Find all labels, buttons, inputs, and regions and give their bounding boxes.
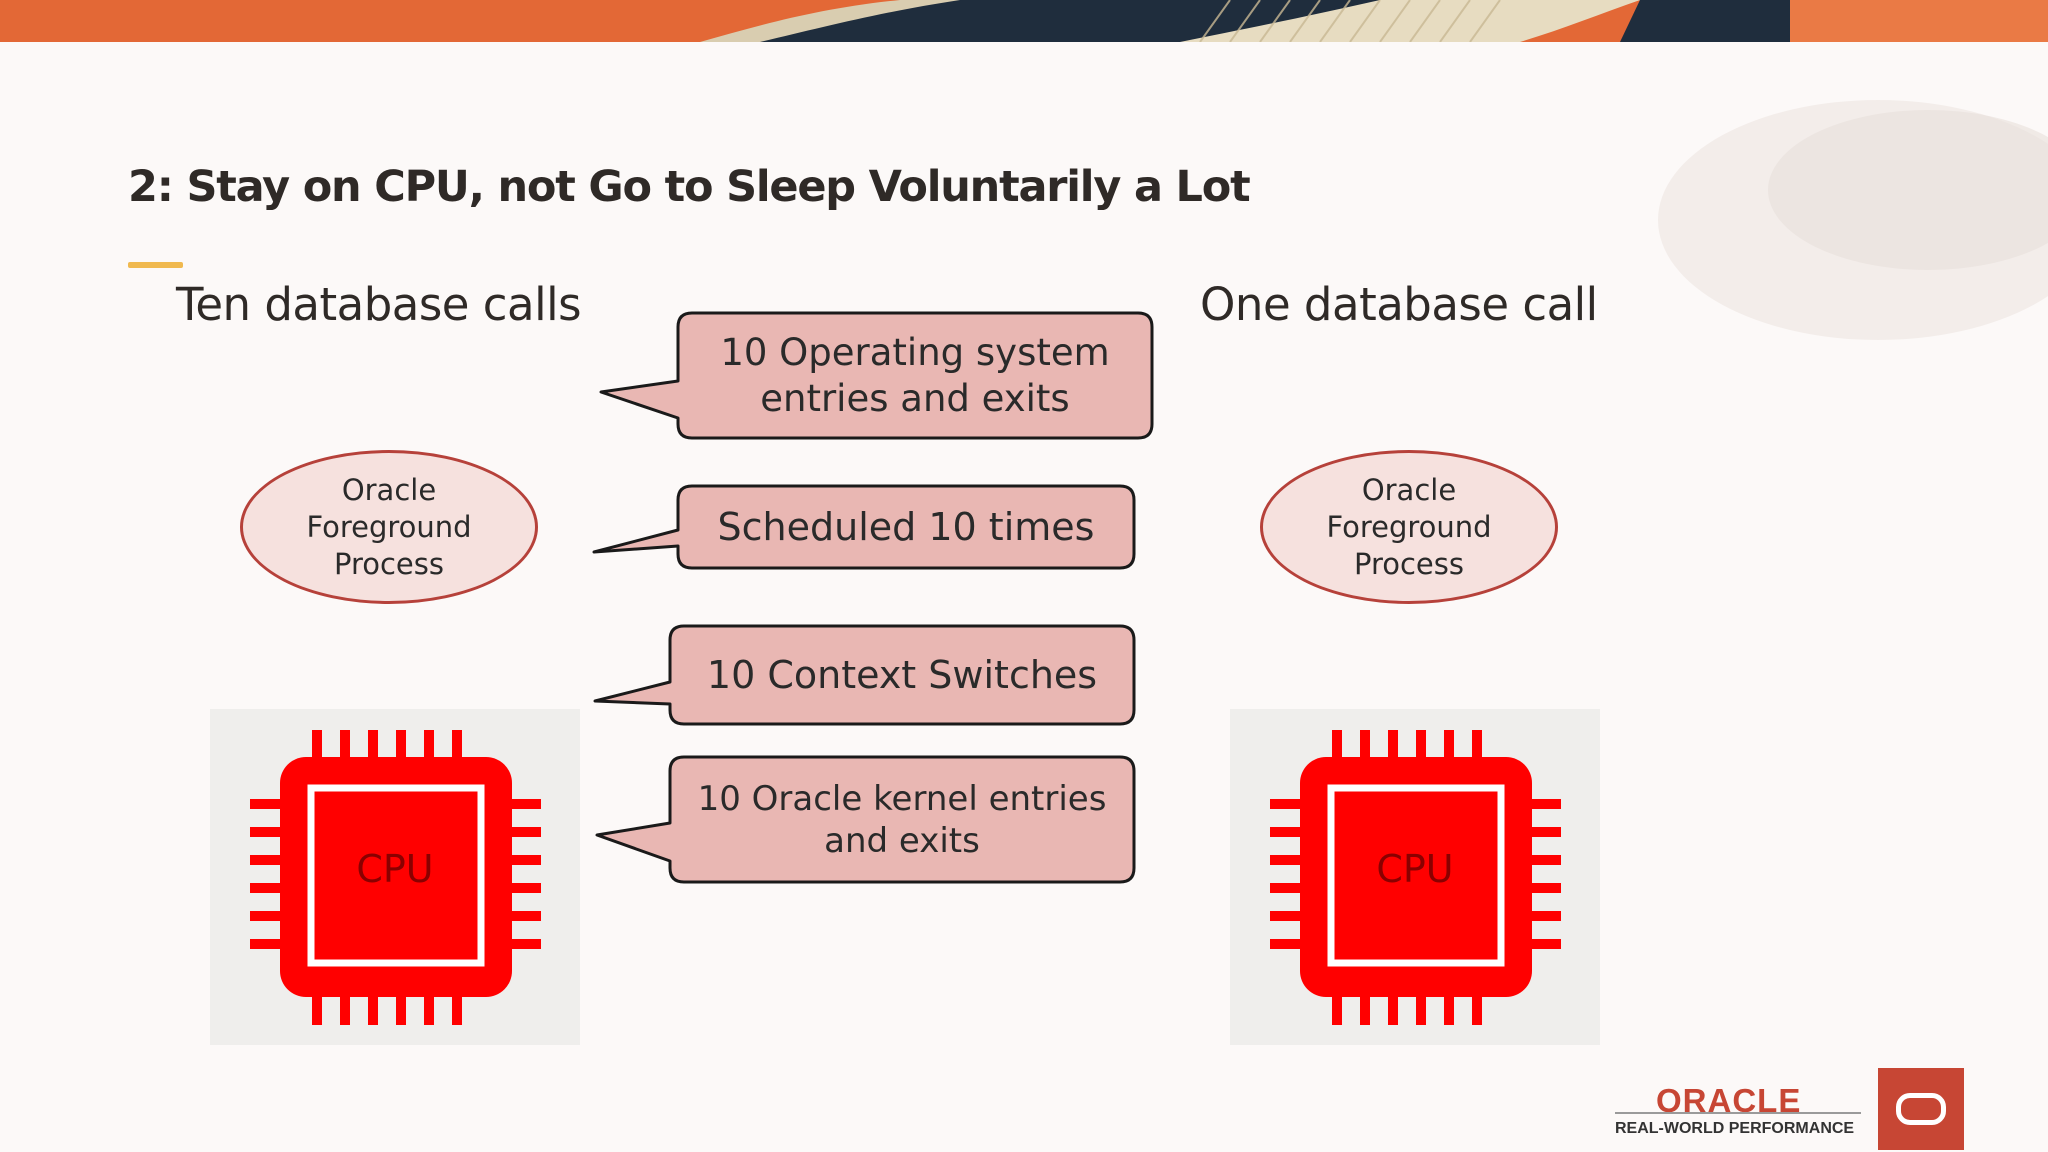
chip-pin-bottom [452,987,462,1025]
chip-pin-top [1472,730,1482,768]
chip-pin-right [503,883,541,893]
title-accent-line [128,262,183,268]
logo-divider [1615,1112,1861,1114]
chip-pin-left [250,855,288,865]
oracle-mark-icon [1878,1068,1964,1150]
chip-pin-left [1270,883,1308,893]
chip-pin-bottom [368,987,378,1025]
slide-title: 2: Stay on CPU, not Go to Sleep Voluntar… [128,162,1251,212]
chip-pin-bottom [424,987,434,1025]
oracle-process-left-label: Oracle Foreground Process [306,472,472,581]
callout-shape-3 [593,624,1136,726]
callout-scheduled: Scheduled 10 times [717,505,1095,549]
chip-pin-left [1270,855,1308,865]
chip-pin-bottom [1472,987,1482,1025]
background-texture [1658,100,2048,340]
chip-pin-top [424,730,434,768]
chip-pin-left [250,939,288,949]
oracle-process-right: Oracle Foreground Process [1260,450,1558,604]
chip-pin-bottom [1388,987,1398,1025]
chip-pin-top [368,730,378,768]
oracle-wordmark: ORACLE [1656,1082,1802,1119]
chip-pin-top [1332,730,1342,768]
chip-pin-bottom [396,987,406,1025]
callout-context-switches: 10 Context Switches [706,653,1098,697]
callout-os-entries: 10 Operating system entries and exits [720,330,1110,420]
chip-pin-left [1270,939,1308,949]
chip-pin-top [312,730,322,768]
chip-pin-right [1523,939,1561,949]
chip-pin-right [503,911,541,921]
cpu-label-right: CPU [1376,847,1454,891]
chip-pin-top [1360,730,1370,768]
chip-pin-left [250,911,288,921]
chip-pin-bottom [340,987,350,1025]
chip-pin-right [503,827,541,837]
chip-pin-top [1416,730,1426,768]
callout-shape-2 [592,484,1136,570]
left-heading: Ten database calls [176,278,582,331]
chip-pin-right [1523,799,1561,809]
chip-pin-right [1523,911,1561,921]
chip-pin-top [340,730,350,768]
oracle-logo: ORACLE REAL-WORLD PERFORMANCE [1612,1068,1964,1150]
chip-pin-right [503,939,541,949]
chip-pin-top [452,730,462,768]
chip-pin-left [1270,827,1308,837]
chip-pin-right [503,799,541,809]
oracle-process-right-label: Oracle Foreground Process [1326,472,1492,581]
callout-shape-1 [599,311,1154,440]
header-banner [0,0,2048,42]
oracle-process-left: Oracle Foreground Process [240,450,538,604]
chip-pin-bottom [1416,987,1426,1025]
chip-pin-top [1444,730,1454,768]
chip-pin-left [250,883,288,893]
callout-kernel-entries: 10 Oracle kernel entries and exits [697,778,1107,861]
chip-pin-bottom [1332,987,1342,1025]
callout-shape-4 [595,755,1136,884]
chip-pin-bottom [1444,987,1454,1025]
chip-pin-left [1270,911,1308,921]
chip-pin-right [1523,827,1561,837]
chip-pin-bottom [1360,987,1370,1025]
chip-pin-left [1270,799,1308,809]
chip-pin-top [396,730,406,768]
chip-pin-right [1523,855,1561,865]
cpu-label-left: CPU [356,847,434,891]
chip-pin-top [1388,730,1398,768]
cpu-chip-left: CPU [210,709,580,1045]
oracle-subtitle: REAL-WORLD PERFORMANCE [1615,1120,1855,1137]
cpu-chip-right: CPU [1230,709,1600,1045]
chip-pin-left [250,827,288,837]
cpu-chip-icon [250,730,541,1025]
chip-pin-bottom [312,987,322,1025]
chip-core [307,784,485,967]
chip-pin-right [1523,883,1561,893]
cpu-chip-icon [1270,730,1561,1025]
chip-core [1327,784,1505,967]
right-heading: One database call [1200,278,1598,331]
chip-pin-left [250,799,288,809]
oracle-ring-icon [1896,1093,1946,1125]
chip-pin-right [503,855,541,865]
